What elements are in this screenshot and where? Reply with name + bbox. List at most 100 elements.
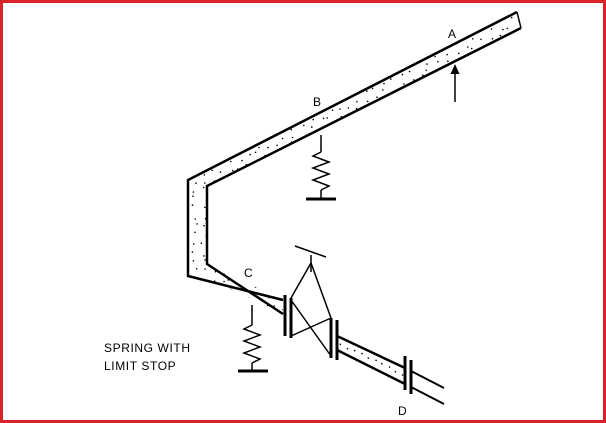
- insulation-dot: [502, 28, 504, 31]
- insulation-dot: [382, 20, 385, 23]
- insulation-dot: [291, 8, 293, 10]
- insulation-dot: [403, 197, 406, 200]
- insulation-dot: [509, 9, 511, 11]
- insulation-dot: [430, 114, 432, 117]
- insulation-dot: [293, 272, 296, 274]
- insulation-dot: [363, 270, 365, 273]
- insulation-dot: [399, 17, 401, 19]
- insulation-dot: [203, 92, 205, 95]
- insulation-dot: [473, 303, 476, 306]
- insulation-dot: [519, 101, 521, 104]
- insulation-dot: [237, 225, 240, 228]
- insulation-dot: [498, 278, 501, 280]
- insulation-dot: [444, 308, 447, 311]
- insulation-dot: [204, 28, 207, 30]
- insulation-dot: [295, 200, 298, 203]
- insulation-dot: [337, 224, 339, 227]
- insulation-dot: [434, 192, 437, 194]
- insulation-dot: [338, 205, 341, 208]
- insulation-dot: [463, 18, 466, 21]
- insulation-dot: [518, 181, 521, 184]
- insulation-dot: [337, 46, 340, 49]
- insulation-dot: [258, 205, 261, 207]
- insulation-dot: [392, 295, 394, 298]
- insulation-dot: [193, 128, 196, 130]
- insulation-dot: [220, 65, 223, 68]
- insulation-dot: [210, 251, 213, 253]
- insulation-dot: [241, 37, 244, 39]
- insulation-dot: [500, 222, 502, 225]
- insulation-dot: [347, 250, 350, 252]
- insulation-dot: [220, 83, 223, 85]
- insulation-dot: [219, 258, 221, 260]
- insulation-dot: [520, 159, 521, 162]
- insulation-dot: [384, 280, 387, 283]
- insulation-dot: [437, 237, 439, 239]
- insulation-dot: [437, 101, 440, 104]
- insulation-dot: [446, 251, 448, 253]
- insulation-dot: [340, 214, 342, 216]
- insulation-dot: [362, 162, 365, 164]
- insulation-dot: [260, 120, 262, 122]
- insulation-dot: [194, 305, 196, 308]
- insulation-dot: [390, 233, 393, 235]
- insulation-dot: [254, 15, 257, 18]
- insulation-dot: [437, 224, 439, 227]
- insulation-dot: [256, 254, 259, 257]
- insulation-dot: [520, 306, 521, 309]
- insulation-dot: [402, 114, 405, 116]
- insulation-dot: [488, 45, 491, 47]
- insulation-dot: [493, 214, 496, 217]
- insulation-dot: [326, 136, 329, 139]
- insulation-dot: [200, 72, 202, 75]
- insulation-dot: [366, 188, 369, 190]
- insulation-dot: [210, 145, 212, 148]
- insulation-dot: [399, 250, 401, 252]
- insulation-dot: [375, 182, 377, 185]
- insulation-dot: [248, 12, 251, 13]
- insulation-dot: [246, 205, 249, 207]
- insulation-dot: [429, 124, 431, 126]
- insulation-dot: [481, 80, 484, 82]
- insulation-dot: [454, 216, 457, 219]
- insulation-dot: [456, 107, 459, 110]
- insulation-dot: [348, 134, 351, 136]
- insulation-dot: [366, 27, 369, 30]
- insulation-dot: [452, 222, 454, 225]
- insulation-dot: [500, 44, 503, 46]
- insulation-dot: [517, 118, 519, 121]
- insulation-dot: [436, 245, 438, 247]
- insulation-dot: [491, 38, 494, 40]
- insulation-dot: [268, 109, 270, 111]
- insulation-dot: [429, 307, 432, 309]
- insulation-dot: [446, 226, 448, 228]
- insulation-dot: [267, 208, 269, 211]
- insulation-dot: [331, 92, 334, 95]
- insulation-dot: [372, 272, 374, 275]
- insulation-dot: [275, 71, 277, 73]
- insulation-dot: [195, 182, 197, 184]
- insulation-dot: [472, 252, 474, 254]
- insulation-dot: [268, 260, 270, 262]
- insulation-dot: [255, 276, 258, 279]
- insulation-dot: [250, 69, 253, 71]
- insulation-dot: [211, 20, 213, 23]
- insulation-dot: [492, 225, 495, 228]
- insulation-dot: [272, 38, 275, 40]
- insulation-dot: [305, 51, 307, 54]
- insulation-dot: [355, 114, 358, 116]
- insulation-dot: [317, 268, 319, 271]
- insulation-dot: [327, 169, 329, 171]
- insulation-dot: [272, 178, 275, 181]
- insulation-dot: [221, 195, 223, 198]
- insulation-dot: [283, 18, 286, 21]
- insulation-dot: [499, 128, 502, 130]
- insulation-dot: [470, 281, 473, 283]
- insulation-dot: [447, 97, 450, 100]
- insulation-dot: [398, 144, 401, 146]
- insulation-dot: [420, 260, 422, 263]
- insulation-dot: [276, 144, 278, 147]
- insulation-dot: [249, 35, 251, 37]
- insulation-dot: [439, 286, 441, 289]
- insulation-dot: [416, 253, 419, 256]
